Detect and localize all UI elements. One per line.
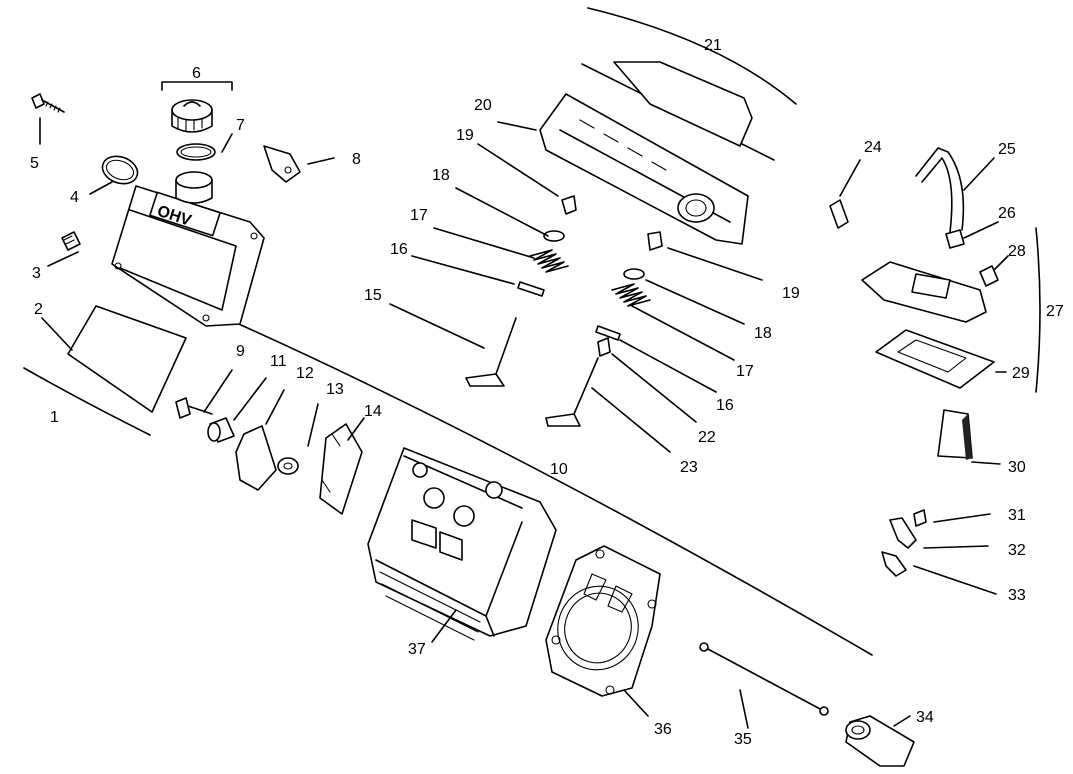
callout-4: 4 [70, 189, 79, 206]
callout-35: 35 [734, 731, 752, 748]
tappet-part-34 [845, 715, 915, 767]
callout-32: 32 [1008, 542, 1026, 559]
screw-part-31 [913, 509, 927, 527]
head-gasket-part-36 [545, 545, 661, 697]
callout-18-left: 18 [432, 167, 450, 184]
fitting-part-24 [829, 199, 849, 229]
callout-24: 24 [864, 139, 882, 156]
valve-part-23 [545, 357, 599, 427]
screw-part-3 [61, 231, 81, 251]
callout-1: 1 [50, 409, 59, 426]
valve-part-15 [465, 317, 517, 387]
spring-part-17b [611, 283, 651, 307]
rocker-arm-part-12 [235, 425, 277, 491]
cylinder-head-part-37 [367, 447, 557, 641]
callout-3: 3 [32, 265, 41, 282]
callout-14: 14 [364, 403, 382, 420]
callout-37: 37 [408, 641, 426, 658]
callout-15: 15 [364, 287, 382, 304]
callout-36: 36 [654, 721, 672, 738]
callout-11: 11 [270, 353, 287, 370]
bracket-21 [587, 7, 797, 105]
guide-part-22 [597, 337, 611, 357]
callout-23: 23 [680, 459, 698, 476]
oil-fill-cap-part-6 [171, 99, 213, 133]
keeper-part-19b [647, 231, 663, 251]
shaft-part-21 [581, 61, 775, 161]
spring-part-17a [529, 249, 569, 273]
callout-29: 29 [1012, 365, 1030, 382]
callout-9: 9 [236, 343, 245, 360]
callout-27: 27 [1046, 303, 1064, 320]
seal-part-16a [517, 281, 545, 297]
callout-16-left: 16 [390, 241, 408, 258]
callout-17-right: 17 [736, 363, 754, 380]
callout-6: 6 [192, 65, 201, 82]
callout-33: 33 [1008, 587, 1026, 604]
head-casting-part-20 [539, 93, 749, 245]
bracket-27 [1035, 227, 1041, 393]
callout-28: 28 [1008, 243, 1026, 260]
bracket-part-8 [263, 145, 301, 183]
callout-8: 8 [352, 151, 361, 168]
bracket-6 [161, 81, 233, 91]
callout-13: 13 [326, 381, 344, 398]
callout-21: 21 [704, 37, 722, 54]
terminal-part-32 [889, 517, 917, 549]
callout-20: 20 [474, 97, 492, 114]
retainer-part-18b [623, 268, 645, 280]
bracket-10 [231, 320, 873, 656]
keeper-part-19a [561, 195, 577, 215]
callout-18-right: 18 [754, 325, 772, 342]
callout-19-right: 19 [782, 285, 800, 302]
callout-7: 7 [236, 117, 245, 134]
plate-part-14 [319, 423, 363, 515]
gasket-part-2 [67, 305, 187, 413]
clamp-part-26 [945, 229, 965, 249]
callout-34: 34 [916, 709, 934, 726]
breather-gasket-part-29 [875, 329, 995, 389]
seal-part-16b [595, 325, 621, 341]
o-ring-part-4 [101, 155, 139, 185]
callout-10: 10 [550, 461, 568, 478]
callout-2: 2 [34, 301, 43, 318]
screw-part-9 [175, 397, 213, 419]
washer-part-13 [277, 457, 299, 475]
callout-25: 25 [998, 141, 1016, 158]
callout-19-left: 19 [456, 127, 474, 144]
callout-30: 30 [1008, 459, 1026, 476]
pivot-part-11 [207, 417, 235, 443]
filter-part-28 [979, 265, 999, 287]
valve-cover-part: OHV [111, 171, 265, 327]
retainer-part-18a [543, 230, 565, 242]
leader-lines [39, 117, 1009, 729]
callout-12: 12 [296, 365, 314, 382]
callout-26: 26 [998, 205, 1016, 222]
bolt-part-5 [31, 93, 65, 113]
bracket-1 [23, 367, 151, 436]
hose-part-25 [915, 147, 965, 231]
clip-part-33 [881, 551, 907, 577]
callout-5: 5 [30, 155, 39, 172]
callout-22: 22 [698, 429, 716, 446]
push-rod-part-35 [699, 642, 829, 716]
callout-16-right: 16 [716, 397, 734, 414]
o-ring-part-7 [176, 143, 216, 161]
callout-17-left: 17 [410, 207, 428, 224]
callout-31: 31 [1008, 507, 1026, 524]
